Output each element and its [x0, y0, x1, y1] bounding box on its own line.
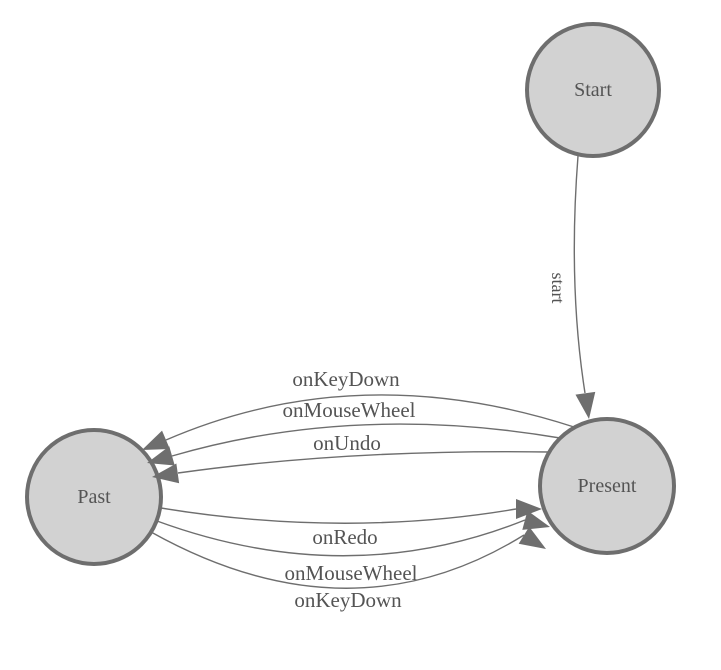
arrowhead-icon-onkeydown-present-past	[142, 430, 170, 450]
transition-label-onmousewheel-past-present: onMouseWheel	[285, 561, 418, 585]
transition-label-onkeydown-present-past: onKeyDown	[292, 367, 400, 391]
transition-edge-onundo-present-past	[177, 450, 550, 474]
transition-edge-onkeydown-present-past	[165, 394, 575, 441]
state-node-present	[538, 417, 676, 555]
state-node-label-start: Start	[574, 79, 612, 101]
transition-edge-onredo-past-present	[160, 507, 517, 524]
transition-edge-start-start-present	[573, 155, 586, 394]
arrowhead-icon-onmousewheel-past-present	[522, 510, 550, 530]
state-node-start	[525, 22, 661, 158]
arrowhead-icon-onmousewheel-present-past	[147, 446, 175, 466]
transition-label-onundo-present-past: onUndo	[313, 431, 381, 455]
transition-edge-onmousewheel-past-present	[156, 519, 526, 557]
transition-label-onkeydown-past-present: onKeyDown	[294, 588, 402, 612]
state-node-label-past: Past	[77, 486, 111, 508]
arrowhead-icon-start-start-present	[575, 391, 596, 419]
state-node-past	[25, 428, 163, 566]
arrowhead-icon-onundo-present-past	[152, 463, 180, 484]
arrowhead-icon-onkeydown-past-present	[518, 526, 546, 549]
transition-edge-onkeydown-past-present	[150, 531, 525, 589]
arrowhead-icon-onredo-past-present	[516, 499, 542, 519]
transition-edge-onmousewheel-present-past	[171, 423, 561, 457]
transition-label-start-start-present: start	[548, 273, 568, 304]
state-node-label-present: Present	[578, 475, 637, 497]
transition-label-onmousewheel-present-past: onMouseWheel	[283, 398, 416, 422]
transition-label-onredo-past-present: onRedo	[312, 525, 377, 549]
